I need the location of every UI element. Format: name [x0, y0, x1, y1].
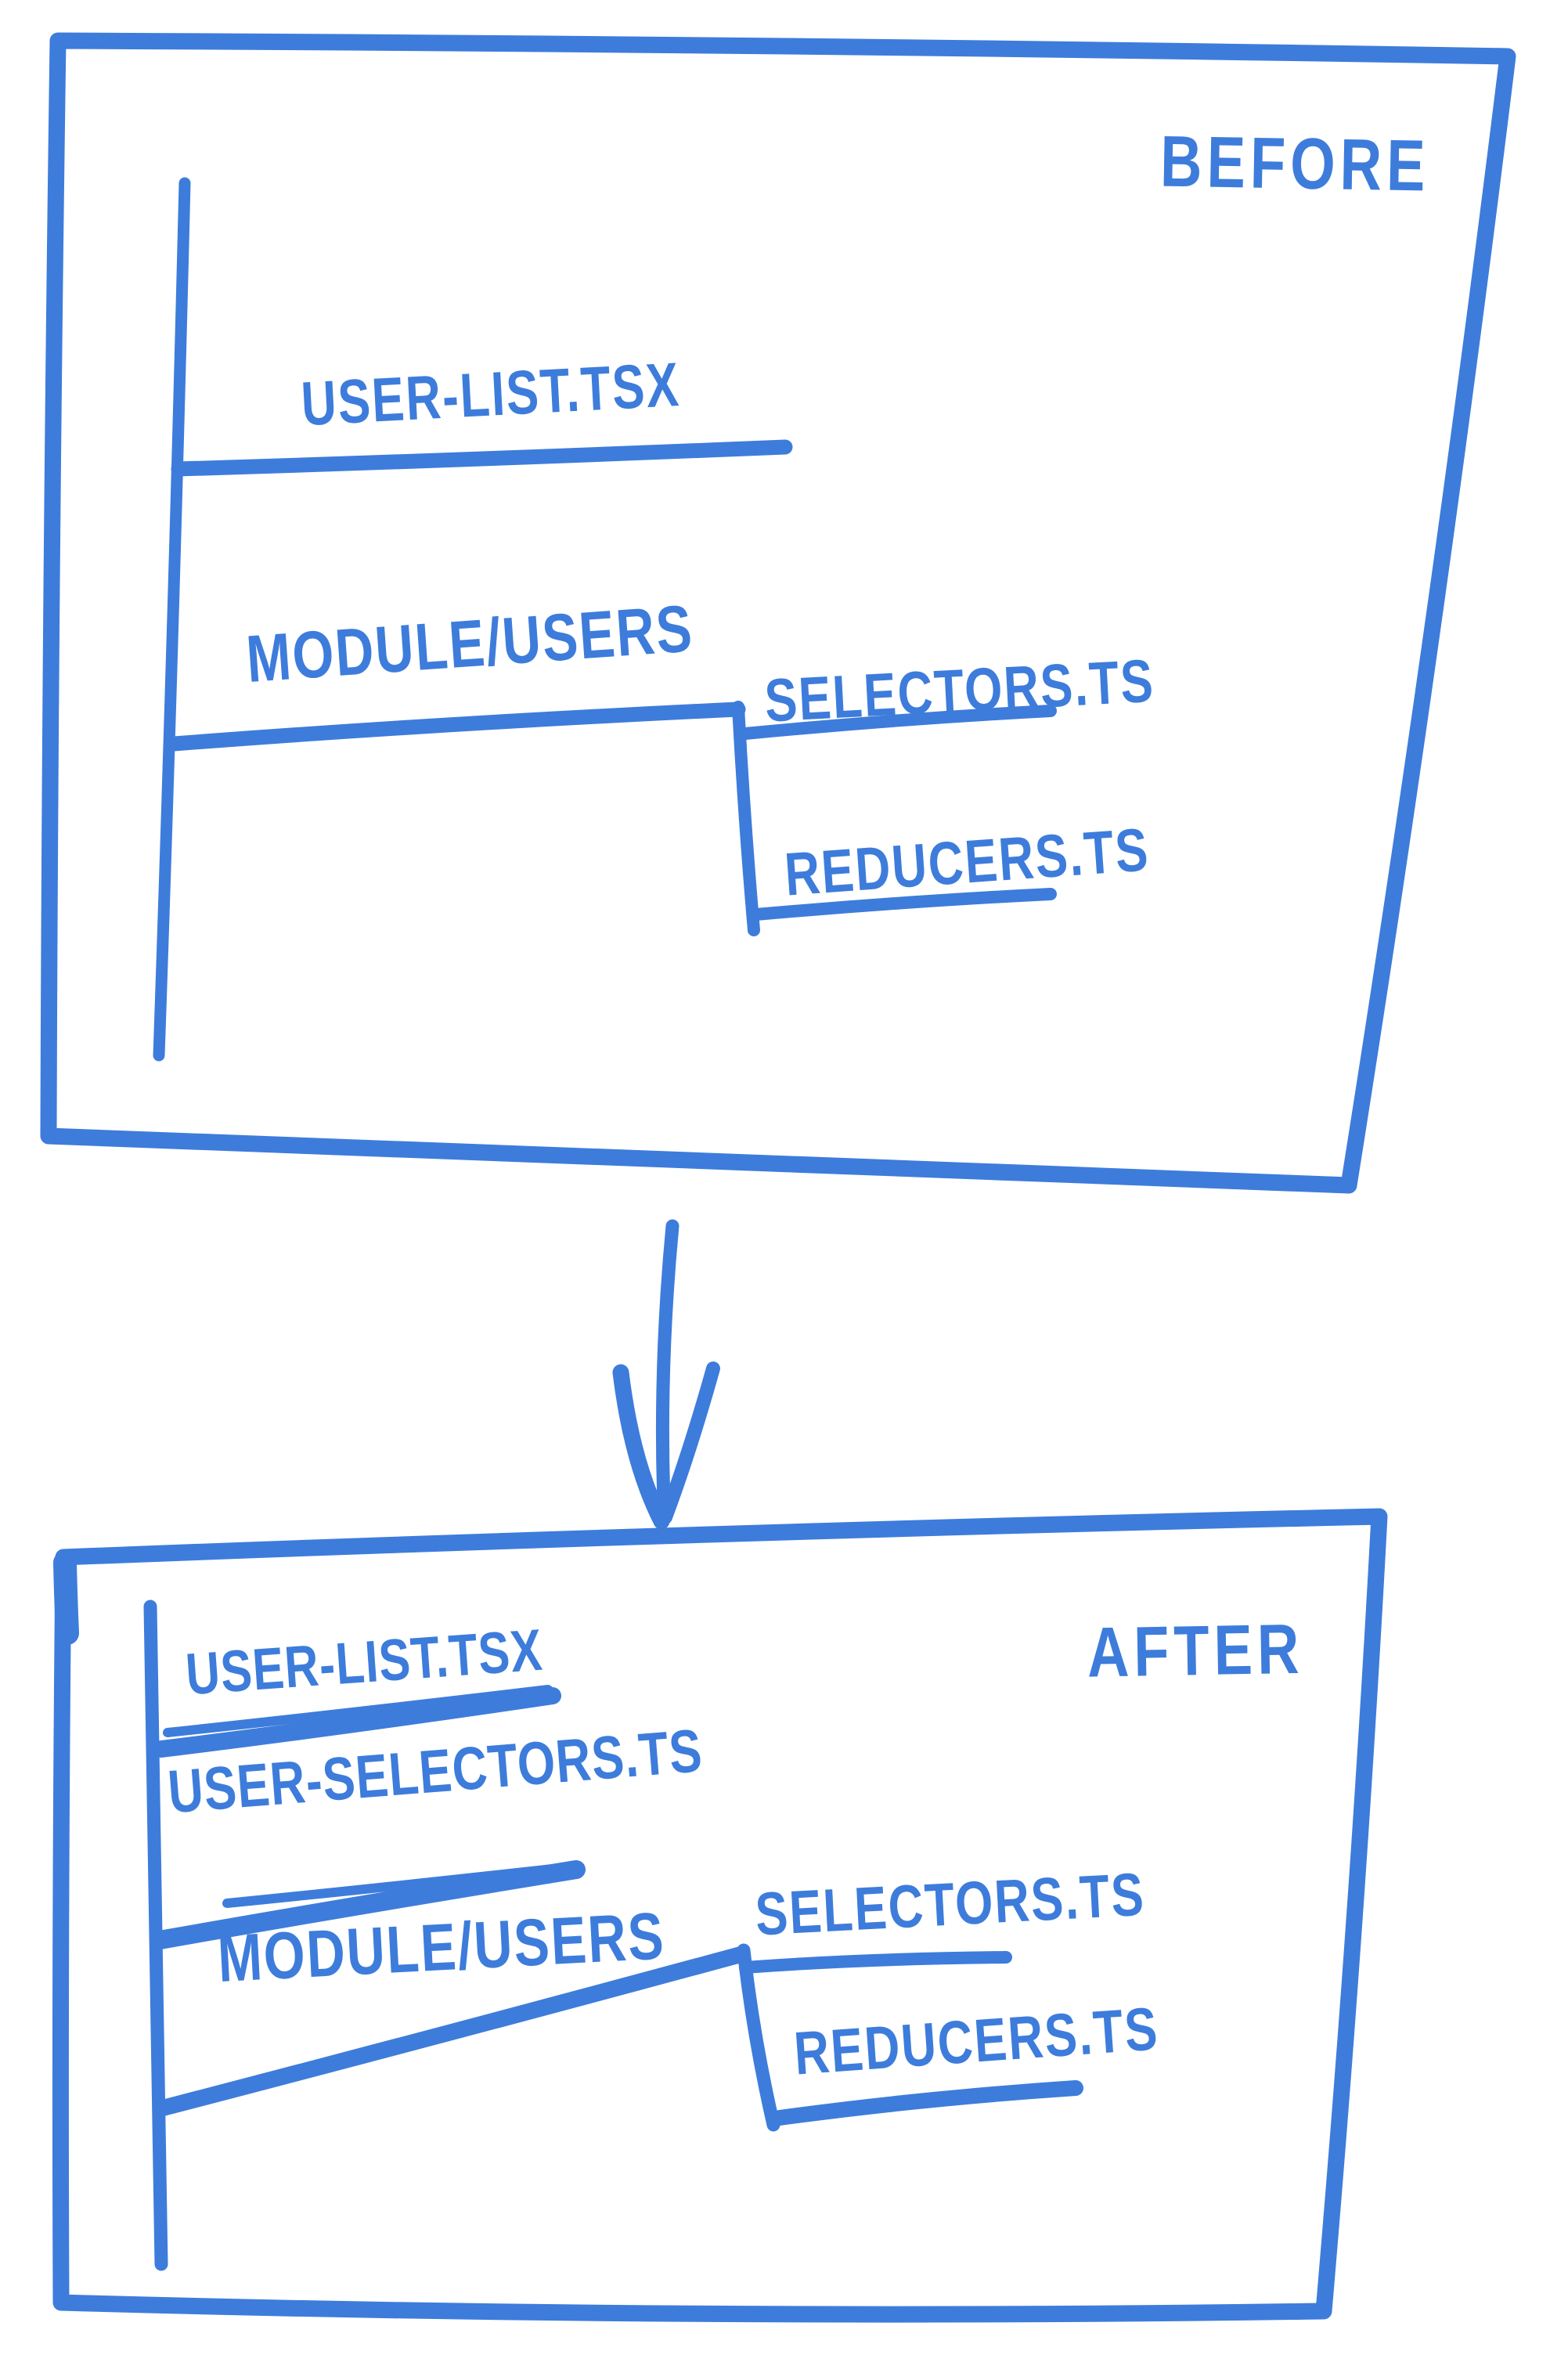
after-underline-reducers: [772, 2080, 1083, 2126]
before-underline-reducers: [750, 888, 1057, 921]
after-left-edge-overstroke: [53, 1551, 79, 1645]
after-underline-user-list: [153, 1687, 561, 1758]
arrow-shaft: [655, 1219, 679, 1509]
before-branch-module-users: [166, 701, 746, 752]
after-connector-vertical: [737, 1943, 780, 2132]
arrow-left-wing: [612, 1364, 670, 1530]
after-branch-module-users: [156, 1946, 751, 2116]
after-underline-user-list-overstroke: [163, 1685, 553, 1737]
before-branch-user-list: [171, 439, 793, 477]
before-title: BEFORE: [1159, 120, 1431, 207]
down-arrow-icon: [612, 1219, 720, 1530]
after-title: AFTER: [1086, 1609, 1305, 1693]
before-underline-selectors: [739, 705, 1057, 740]
after-underline-user-selectors-overstroke: [222, 1862, 579, 1908]
after-underline-user-selectors: [150, 1860, 586, 1949]
arrow-right-wing: [658, 1361, 720, 1524]
after-underline-selectors: [739, 1951, 1012, 1974]
after-box-outline: [52, 1508, 1388, 2323]
before-connector-vertical: [732, 701, 760, 936]
before-box-outline: [40, 32, 1516, 1194]
before-tree-trunk: [153, 177, 191, 1062]
